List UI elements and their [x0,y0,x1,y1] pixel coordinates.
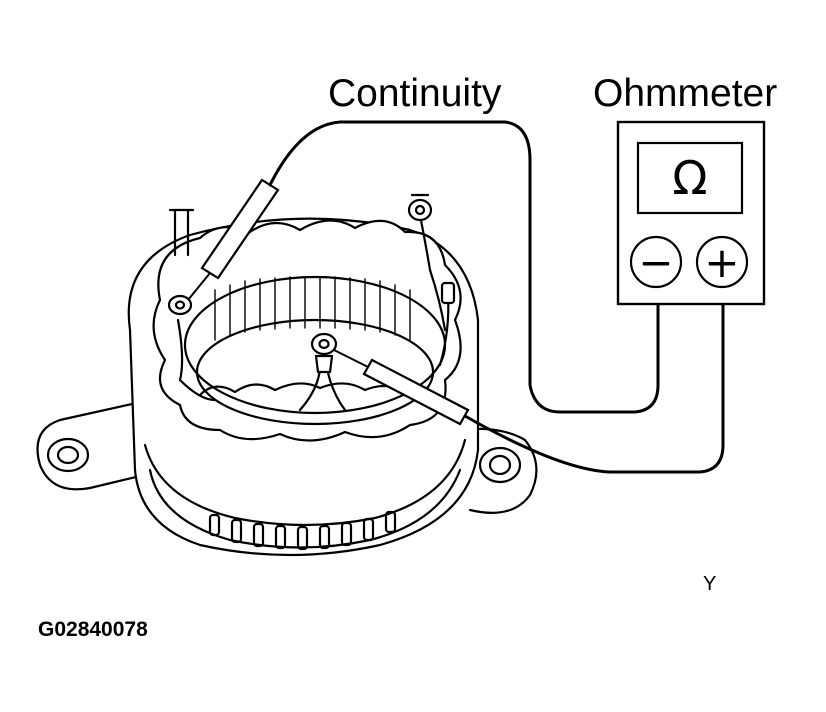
stator-laminations [214,276,411,341]
winding-rim [152,219,462,442]
continuity-label: Continuity [328,72,502,115]
housing-stud [168,208,195,257]
test-lead-positive [463,288,725,474]
mounting-hole-left [46,437,90,473]
test-lead-negative [268,120,660,414]
lead-wire-right-1 [416,203,447,332]
ohm-symbol: Ω [672,151,707,205]
mounting-hole-right [478,446,522,484]
ohmmeter: Ω − + [616,120,766,306]
ohmmeter-label: Ohmmeter [593,72,778,115]
lead-wire-left [176,318,217,402]
vent-slots [208,510,397,551]
probe-right [333,349,470,426]
ring-terminal-right [440,281,456,305]
terminal-negative [629,235,683,289]
terminal-positive [695,235,749,289]
plus-icon: + [704,238,739,287]
ohmmeter-display [636,141,744,215]
ring-terminal-top-right [407,193,433,222]
alternator-stator [36,193,538,557]
ring-terminal-left [167,294,193,316]
corner-mark: Y [703,573,717,595]
probe-left [187,178,280,301]
figure-code: G02840078 [38,618,148,641]
ring-terminal-center [310,332,338,374]
minus-icon: − [638,238,673,287]
